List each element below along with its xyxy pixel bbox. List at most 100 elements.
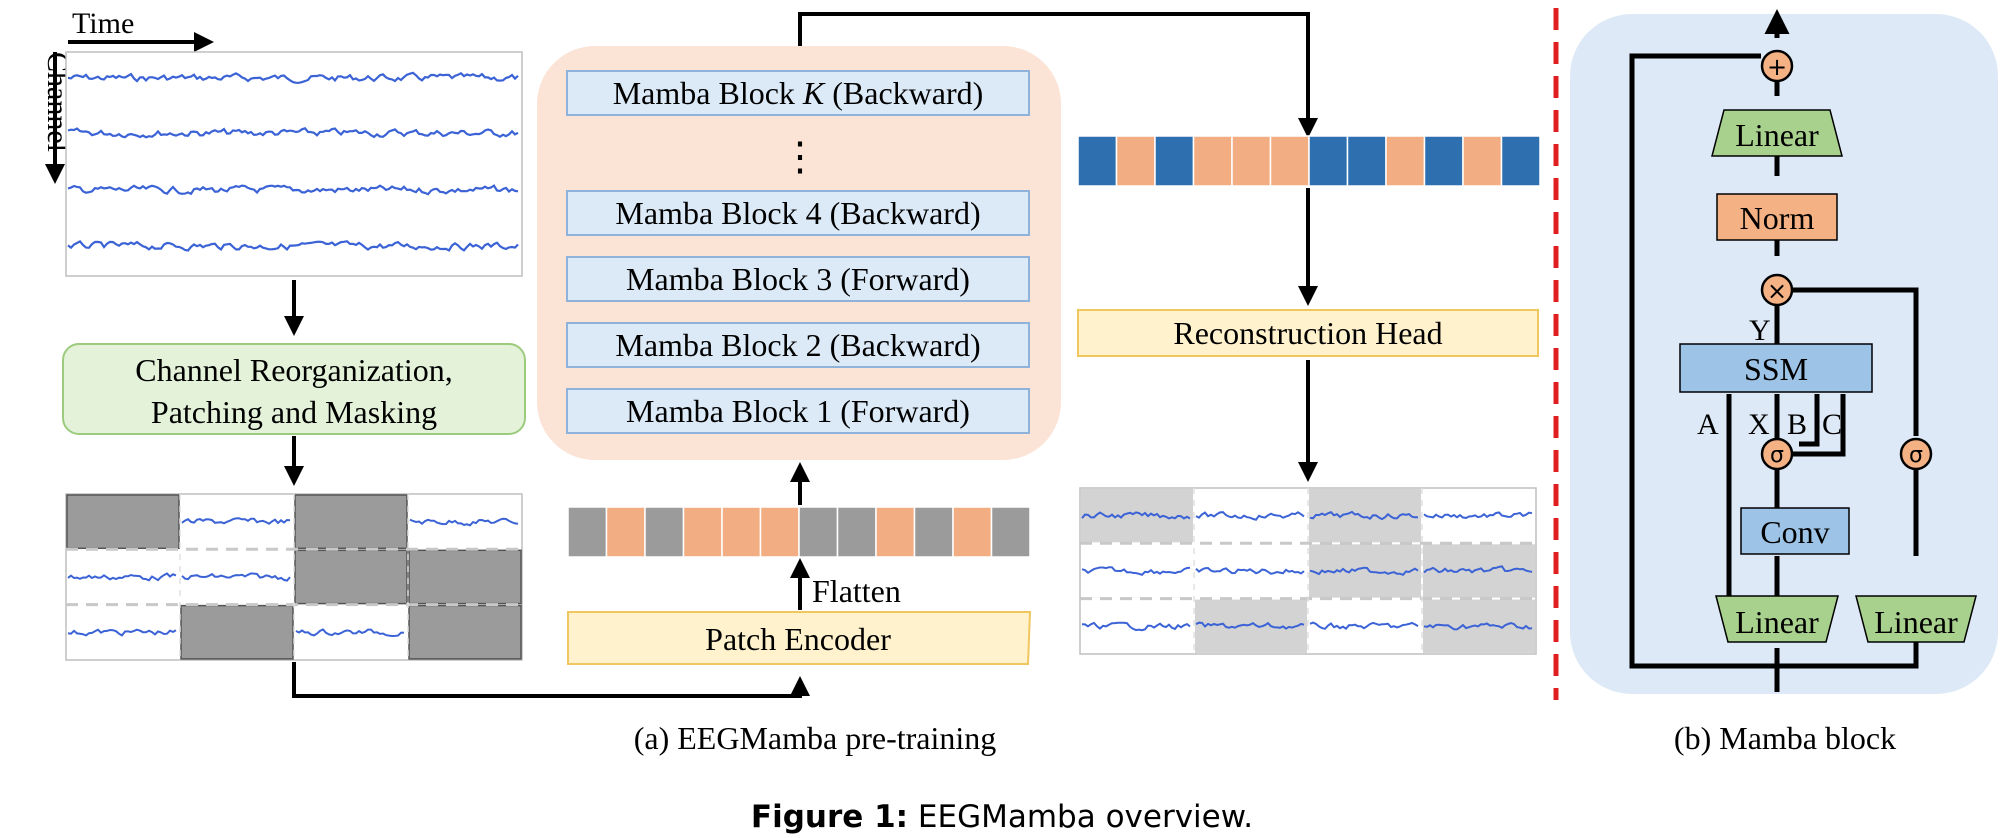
mamba-block-1	[566, 70, 1030, 116]
patch-wave	[1423, 622, 1533, 631]
reconstruction-head-box	[1077, 309, 1539, 357]
mamba-block-3	[566, 256, 1030, 302]
mamba-block-label: Mamba Block K (Backward)	[613, 75, 984, 111]
reconstructed-patches	[1080, 488, 1536, 654]
masked-patch	[408, 604, 522, 660]
token	[952, 506, 993, 558]
multiply-symbol: ×	[1767, 277, 1787, 305]
masked-patch	[408, 549, 522, 605]
mamba-block-5	[566, 388, 1030, 434]
patch-wave	[1309, 510, 1419, 521]
ssm-box	[1679, 343, 1873, 393]
eeg-wave-3	[67, 184, 519, 196]
add-node	[1760, 49, 1794, 83]
patch-wave	[295, 628, 405, 638]
linear-top-shape	[1711, 109, 1843, 157]
patch-wave	[1195, 511, 1305, 521]
norm-label: Norm	[1740, 200, 1815, 236]
linear-top-label: Linear	[1735, 117, 1819, 153]
patch-wave	[67, 572, 177, 582]
token	[1423, 135, 1464, 187]
patch-wave	[181, 517, 291, 525]
mamba-block-stack: Mamba Block K (Backward) Mamba Block 4 (B…	[566, 70, 1030, 434]
input-token-row	[567, 506, 1031, 558]
token	[1192, 135, 1233, 187]
figure-caption-prefix: Figure 1:	[751, 799, 908, 835]
add-symbol: +	[1767, 53, 1787, 81]
patch-wave	[1195, 621, 1305, 630]
token	[836, 506, 877, 558]
linear-bottom-left-label: Linear	[1735, 604, 1819, 640]
token	[644, 506, 685, 558]
mamba-block-wires	[1629, 9, 1919, 692]
figure-caption-text: EEGMamba overview.	[908, 799, 1253, 835]
sigma-node-right	[1899, 437, 1933, 471]
masked-patch	[294, 494, 408, 550]
token	[1269, 135, 1310, 187]
reconstruction-head-label: Reconstruction Head	[1173, 315, 1442, 351]
linear-bottom-right-shape	[1855, 595, 1977, 643]
patch-wave	[1423, 511, 1533, 520]
token	[990, 506, 1031, 558]
patch-wave	[409, 517, 519, 527]
patch-wave	[1309, 566, 1419, 576]
token	[1231, 135, 1272, 187]
token	[1500, 135, 1541, 187]
patch-wave	[181, 572, 291, 582]
reorg-line-1: Channel Reorganization,	[135, 352, 453, 388]
token	[798, 506, 839, 558]
masked-patch	[1081, 489, 1193, 543]
caption-a: (a) EEGMamba pre-training	[634, 720, 997, 756]
linear-bottom-left-shape	[1715, 595, 1839, 643]
mamba-block-2	[566, 190, 1030, 236]
eeg-wave-4	[67, 240, 519, 252]
mamba-block-label: Mamba Block 1 (Forward)	[626, 393, 970, 429]
masked-patches	[66, 494, 522, 660]
conv-box	[1740, 507, 1850, 555]
sigma-right-symbol: σ	[1909, 443, 1923, 468]
token	[1154, 135, 1195, 187]
token	[1115, 135, 1156, 187]
mamba-block-4	[566, 322, 1030, 368]
time-axis: Time	[68, 7, 214, 52]
token	[1346, 135, 1387, 187]
raw-eeg-panel	[65, 51, 523, 277]
token	[875, 506, 916, 558]
caption-b: (b) Mamba block	[1674, 720, 1896, 756]
reorg-line-2: Patching and Masking	[151, 394, 437, 430]
patch-wave	[1423, 565, 1533, 574]
arrow-stack-to-output	[798, 12, 1318, 138]
norm-box	[1716, 193, 1838, 241]
patch-wave	[1081, 511, 1191, 520]
eeg-wave-1	[67, 71, 519, 84]
c-label: C	[1822, 408, 1842, 441]
time-label: Time	[72, 7, 134, 40]
masked-patch	[180, 604, 294, 660]
patch-wave	[1195, 566, 1305, 575]
token	[759, 506, 800, 558]
x-label: X	[1748, 408, 1770, 441]
conv-label: Conv	[1760, 514, 1829, 550]
mamba-block-label: Mamba Block 2 (Backward)	[615, 327, 980, 363]
masked-patch	[66, 494, 180, 550]
sigma-left-symbol: σ	[1770, 443, 1784, 468]
channel-reorganization-box	[62, 343, 526, 435]
token	[605, 506, 646, 558]
raw-eeg-waves	[67, 71, 519, 252]
output-token-row	[1077, 135, 1541, 187]
a-label: A	[1697, 408, 1719, 441]
linear-bottom-right-label: Linear	[1874, 604, 1958, 640]
y-label: Y	[1749, 314, 1771, 347]
masked-patch	[1309, 489, 1421, 543]
mamba-block-label: Mamba Block 3 (Forward)	[626, 261, 970, 297]
token	[567, 506, 608, 558]
token	[1077, 135, 1118, 187]
patch-encoder-shape	[567, 611, 1032, 665]
b-label: B	[1787, 408, 1807, 441]
token	[1308, 135, 1349, 187]
arrow-patches-to-encoder	[292, 662, 810, 698]
mamba-block-label: Mamba Block 4 (Backward)	[615, 195, 980, 231]
token	[682, 506, 723, 558]
ssm-label: SSM	[1744, 351, 1808, 387]
